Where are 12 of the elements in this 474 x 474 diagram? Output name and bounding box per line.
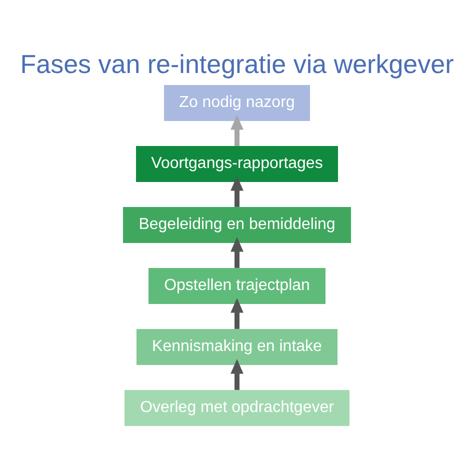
- node-box: Zo nodig nazorg: [164, 85, 310, 121]
- arrow: [230, 359, 244, 390]
- node-box: Opstellen trajectplan: [148, 268, 326, 304]
- diagram-title: Fases van re-integratie via werkgever: [20, 48, 454, 79]
- arrow: [230, 237, 244, 268]
- node-box: Begeleiding en bemiddeling: [123, 207, 351, 243]
- arrow: [230, 298, 244, 329]
- arrow: [230, 176, 244, 207]
- node-box: Kennismaking en intake: [136, 329, 338, 365]
- node-box: Voortgangs-rapportages: [136, 146, 338, 182]
- arrow: [230, 115, 244, 146]
- node-box: Overleg met opdrachtgever: [124, 390, 350, 426]
